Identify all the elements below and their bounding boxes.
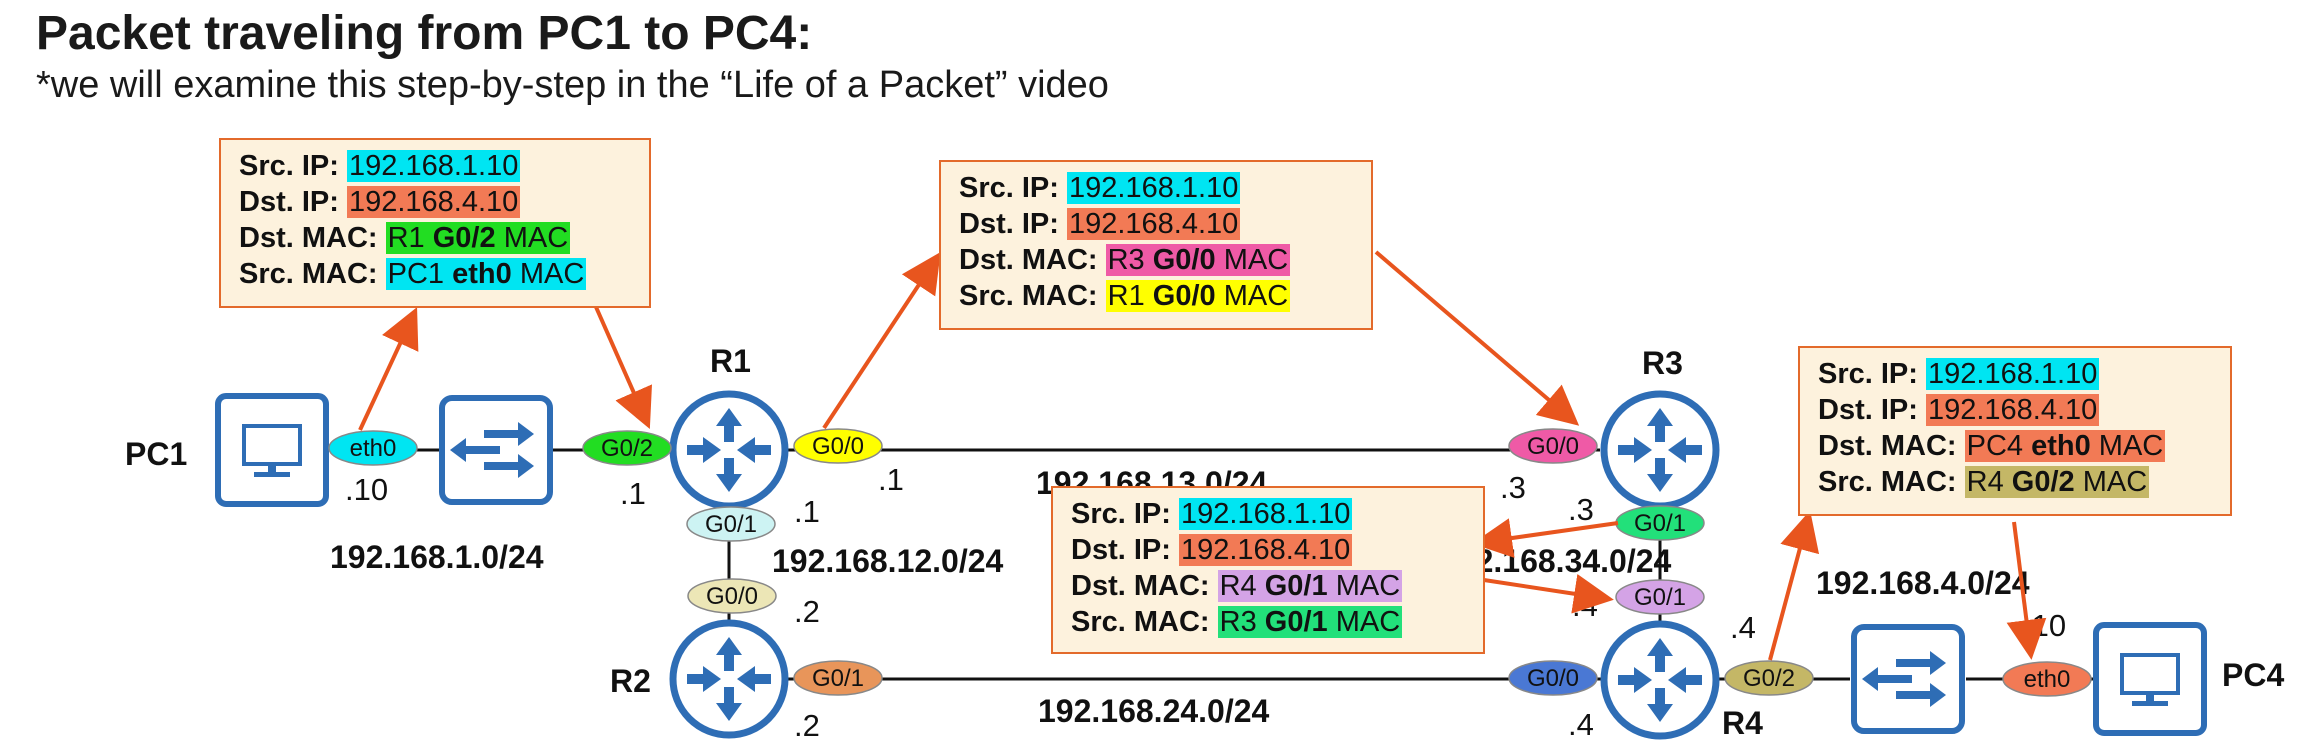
svg-text:G0/0: G0/0: [1527, 665, 1579, 692]
r4-label: R4: [1722, 705, 1763, 741]
iface-r2-g01: G0/1: [793, 660, 883, 696]
iface-pc1-eth0: eth0: [328, 430, 418, 466]
iface-r4-g01: G0/1: [1615, 579, 1705, 615]
src-ip-row: Src. IP: 192.168.1.10: [1818, 358, 2100, 390]
svg-text:G0/1: G0/1: [1634, 510, 1686, 537]
arrow-r3-to-box3: [1472, 518, 1619, 558]
src-ip-row: Src. IP: 192.168.1.10: [1071, 498, 1353, 530]
page-title: Packet traveling from PC1 to PC4:: [36, 7, 813, 60]
ip-r1-g00: .1: [878, 462, 904, 497]
page-subtitle: *we will examine this step-by-step in th…: [36, 64, 1109, 106]
src-mac-row: Src. MAC: R1 G0/0 MAC: [959, 280, 1291, 312]
pc4-label: PC4: [2222, 657, 2284, 693]
src-mac-row: Src. MAC: PC1 eth0 MAC: [239, 258, 587, 290]
net-192-168-1: 192.168.1.0/24: [330, 539, 544, 575]
svg-text:G0/1: G0/1: [812, 665, 864, 692]
svg-text:G0/2: G0/2: [1743, 665, 1795, 692]
svg-text:G0/0: G0/0: [812, 433, 864, 460]
iface-r3-g00: G0/0: [1508, 428, 1598, 464]
arrow-r1-to-box2: [822, 251, 941, 430]
arrow-r4-to-box4: [1768, 510, 1820, 661]
arrow-box3-to-r4: [1483, 574, 1614, 614]
r3-label: R3: [1642, 345, 1683, 381]
switch1-icon: [442, 398, 550, 502]
svg-text:G0/1: G0/1: [705, 511, 757, 538]
svg-text:G0/0: G0/0: [706, 583, 758, 610]
pc4-icon: [2096, 625, 2204, 733]
iface-r2-g00: G0/0: [687, 578, 777, 614]
svg-text:eth0: eth0: [2024, 666, 2071, 693]
svg-text:G0/0: G0/0: [1527, 433, 1579, 460]
svg-text:G0/2: G0/2: [601, 435, 653, 462]
dst-ip-row: Dst. IP: 192.168.4.10: [1818, 394, 2100, 426]
dst-ip-row: Dst. IP: 192.168.4.10: [959, 208, 1241, 240]
ip-r2-g01: .2: [794, 708, 820, 743]
ip-r1-g01: .1: [794, 494, 820, 529]
ip-r4-g00: .4: [1568, 707, 1594, 742]
r1-router-icon: [673, 394, 785, 506]
dst-mac-row: Dst. MAC: R4 G0/1 MAC: [1071, 570, 1403, 602]
ip-r1-g02: .1: [620, 476, 646, 511]
iface-pc4-eth0: eth0: [2002, 661, 2092, 697]
r3-router-icon: [1604, 394, 1716, 506]
iface-r3-g01: G0/1: [1615, 505, 1705, 541]
frame-box-2: Src. IP: 192.168.1.10 Dst. IP: 192.168.4…: [939, 160, 1373, 330]
arrow-box4-to-pc4: [2006, 521, 2047, 660]
iface-r1-g01: G0/1: [686, 506, 776, 542]
svg-text:eth0: eth0: [350, 435, 397, 462]
net-192-168-12: 192.168.12.0/24: [772, 543, 1004, 579]
arrow-box2-to-r3: [1374, 250, 1580, 426]
r1-label: R1: [710, 343, 751, 379]
frame-box-4: Src. IP: 192.168.1.10 Dst. IP: 192.168.4…: [1798, 346, 2232, 516]
iface-r1-g02: G0/2: [582, 430, 672, 466]
src-ip-row: Src. IP: 192.168.1.10: [239, 150, 521, 182]
r4-router-icon: [1604, 624, 1716, 736]
arrow-box1-to-r1: [594, 306, 652, 429]
pc1-icon: [218, 396, 326, 504]
src-mac-row: Src. MAC: R4 G0/2 MAC: [1818, 466, 2150, 498]
src-mac-row: Src. MAC: R3 G0/1 MAC: [1071, 606, 1403, 638]
ip-pc1: .10: [345, 472, 388, 507]
ip-r4-g02: .4: [1730, 610, 1756, 645]
net-192-168-24: 192.168.24.0/24: [1038, 693, 1270, 729]
frame-box-3: Src. IP: 192.168.1.10 Dst. IP: 192.168.4…: [1051, 486, 1485, 654]
pc1-label: PC1: [125, 436, 187, 472]
dst-ip-row: Dst. IP: 192.168.4.10: [1071, 534, 1353, 566]
dst-mac-row: Dst. MAC: PC4 eth0 MAC: [1818, 430, 2166, 462]
ip-r2-g00: .2: [794, 594, 820, 629]
dst-mac-row: Dst. MAC: R3 G0/0 MAC: [959, 244, 1291, 276]
dst-ip-row: Dst. IP: 192.168.4.10: [239, 186, 521, 218]
r2-router-icon: [673, 623, 785, 735]
svg-text:G0/1: G0/1: [1634, 584, 1686, 611]
iface-r4-g00: G0/0: [1508, 660, 1598, 696]
dst-mac-row: Dst. MAC: R1 G0/2 MAC: [239, 222, 571, 254]
iface-r4-g02: G0/2: [1724, 660, 1814, 696]
net-192-168-4: 192.168.4.0/24: [1816, 565, 2030, 601]
ip-r3-g00: .3: [1500, 470, 1526, 505]
src-ip-row: Src. IP: 192.168.1.10: [959, 172, 1241, 204]
iface-r1-g00: G0/0: [793, 428, 883, 464]
switch4-icon: [1854, 627, 1962, 731]
ip-r3-g01: .3: [1568, 492, 1594, 527]
r2-label: R2: [610, 663, 651, 699]
frame-box-1: Src. IP: 192.168.1.10 Dst. IP: 192.168.4…: [219, 138, 651, 308]
arrow-pc1-to-box1: [358, 307, 419, 431]
